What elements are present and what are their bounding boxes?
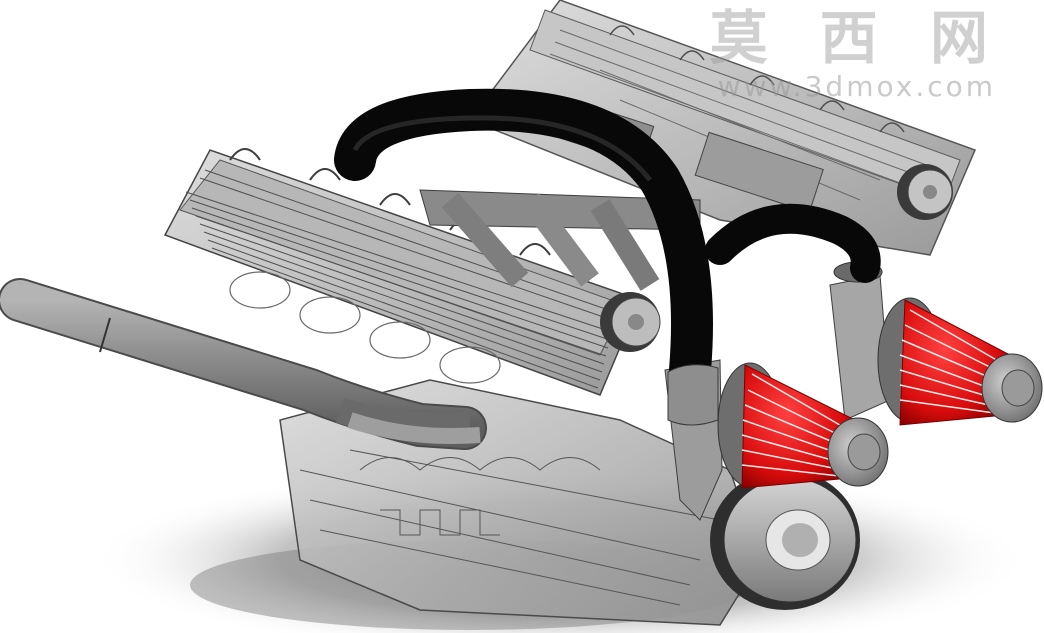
front-cylinder-bank [163,148,642,396]
crank-pulley [710,470,860,610]
air-filter-left [717,362,889,489]
air-filter-right [877,297,1043,426]
hose-coupler [667,364,719,426]
exhaust-pipe [0,278,487,450]
watermark-title: 莫 西 网 [709,4,1004,72]
idler-pulley-left [600,292,661,352]
watermark: 莫 西 网 www.3dmox.com [710,6,1004,102]
coolant-hose [334,88,881,391]
idler-pulley-right [897,164,953,220]
intake-manifold [419,189,701,291]
watermark-url: www.3dmox.com [717,70,997,103]
